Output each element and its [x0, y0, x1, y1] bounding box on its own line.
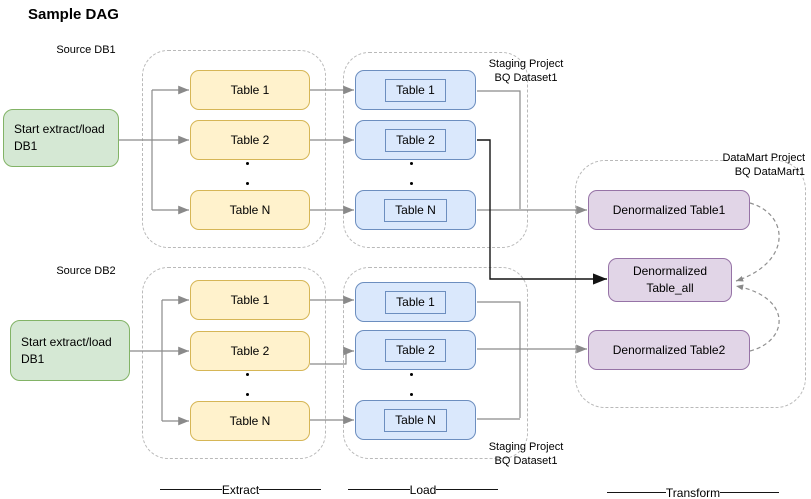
extract-tableN-db1: Table N [190, 190, 310, 230]
denormalized-table1-label: Denormalized Table1 [612, 202, 726, 217]
stage-line [160, 489, 222, 490]
start-node-db1: Start extract/load DB1 [3, 109, 119, 167]
start-node-db2: Start extract/load DB1 [10, 320, 130, 381]
denormalized-table-all-node: Denormalized Table_all [608, 258, 732, 302]
extract-table1-db1-label: Table 1 [230, 82, 270, 97]
staging-label-db1-line1: Staging Project [488, 58, 564, 70]
stage-label-load: Load [348, 482, 499, 497]
stage-label-load-text: Load [409, 482, 437, 497]
load-tableN-db1-inner: Table N [384, 198, 447, 222]
load-table2-db1-inner: Table 2 [385, 128, 446, 152]
stage-line [436, 489, 499, 490]
stage-line [607, 492, 666, 493]
extract-table1-db2: Table 1 [190, 280, 310, 320]
ellipsis-dots [246, 162, 249, 185]
load-table1-db1-inner: Table 1 [385, 78, 446, 102]
start-node-db1-line1: Start extract/load [14, 122, 105, 136]
load-tableN-db2: Table N [355, 400, 476, 440]
extract-group-db1 [142, 50, 326, 248]
load-tableN-db2-inner: Table N [384, 408, 447, 432]
denormalized-table1-node: Denormalized Table1 [588, 190, 750, 230]
load-table1-db2: Table 1 [355, 282, 476, 322]
staging-label-db2-line2: BQ Dataset1 [494, 454, 558, 467]
staging-label-db2: Staging Project BQ Dataset1 [468, 441, 584, 468]
load-table2-db1: Table 2 [355, 120, 476, 160]
datamart-label-line2: BQ DataMart1 [734, 165, 805, 178]
stage-label-transform-text: Transform [665, 485, 721, 499]
extract-tableN-db2-label: Table N [229, 413, 271, 428]
stage-label-transform: Transform [607, 485, 780, 499]
start-node-db2-line1: Start extract/load [21, 334, 112, 349]
extract-table2-db1-label: Table 2 [230, 132, 270, 147]
ellipsis-dots [410, 162, 413, 185]
extract-tableN-db2: Table N [190, 401, 310, 441]
staging-label-db1: Staging Project BQ Dataset1 [468, 58, 584, 85]
extract-table2-db2: Table 2 [190, 331, 310, 371]
staging-label-db1-line2: BQ Dataset1 [494, 71, 558, 84]
stage-label-extract: Extract [160, 482, 321, 497]
ellipsis-dots [410, 373, 413, 396]
start-node-db1-line2: DB1 [14, 139, 38, 153]
staging-label-db2-line1: Staging Project [488, 441, 564, 453]
denormalized-table2-label: Denormalized Table2 [612, 342, 726, 357]
stage-line [720, 492, 780, 493]
load-table1-db1: Table 1 [355, 70, 476, 110]
ellipsis-dots [246, 373, 249, 396]
load-table2-db2: Table 2 [355, 330, 476, 370]
start-node-db2-line2: DB1 [21, 351, 45, 366]
extract-table2-db1: Table 2 [190, 120, 310, 160]
extract-table1-db1: Table 1 [190, 70, 310, 110]
extract-table2-db2-label: Table 2 [230, 343, 270, 358]
denormalized-table2-node: Denormalized Table2 [588, 330, 750, 370]
diagram-title: Sample DAG [28, 6, 119, 23]
datamart-label: DataMart Project BQ DataMart1 [658, 152, 805, 179]
stage-line [259, 489, 321, 490]
datamart-group [575, 160, 806, 408]
load-tableN-db1: Table N [355, 190, 476, 230]
denormalized-table-all-line1: Denormalized [632, 264, 708, 278]
source-db2-label: Source DB2 [56, 265, 116, 277]
extract-tableN-db1-label: Table N [229, 202, 271, 217]
load-table2-db2-inner: Table 2 [385, 338, 446, 362]
datamart-label-line1: DataMart Project [722, 152, 805, 164]
source-db1-label: Source DB1 [56, 44, 116, 56]
denormalized-table-all-line2: Table_all [646, 281, 694, 295]
extract-table1-db2-label: Table 1 [230, 292, 270, 307]
stage-line [348, 489, 410, 490]
load-table1-db2-inner: Table 1 [385, 290, 446, 314]
stage-label-extract-text: Extract [221, 482, 260, 497]
